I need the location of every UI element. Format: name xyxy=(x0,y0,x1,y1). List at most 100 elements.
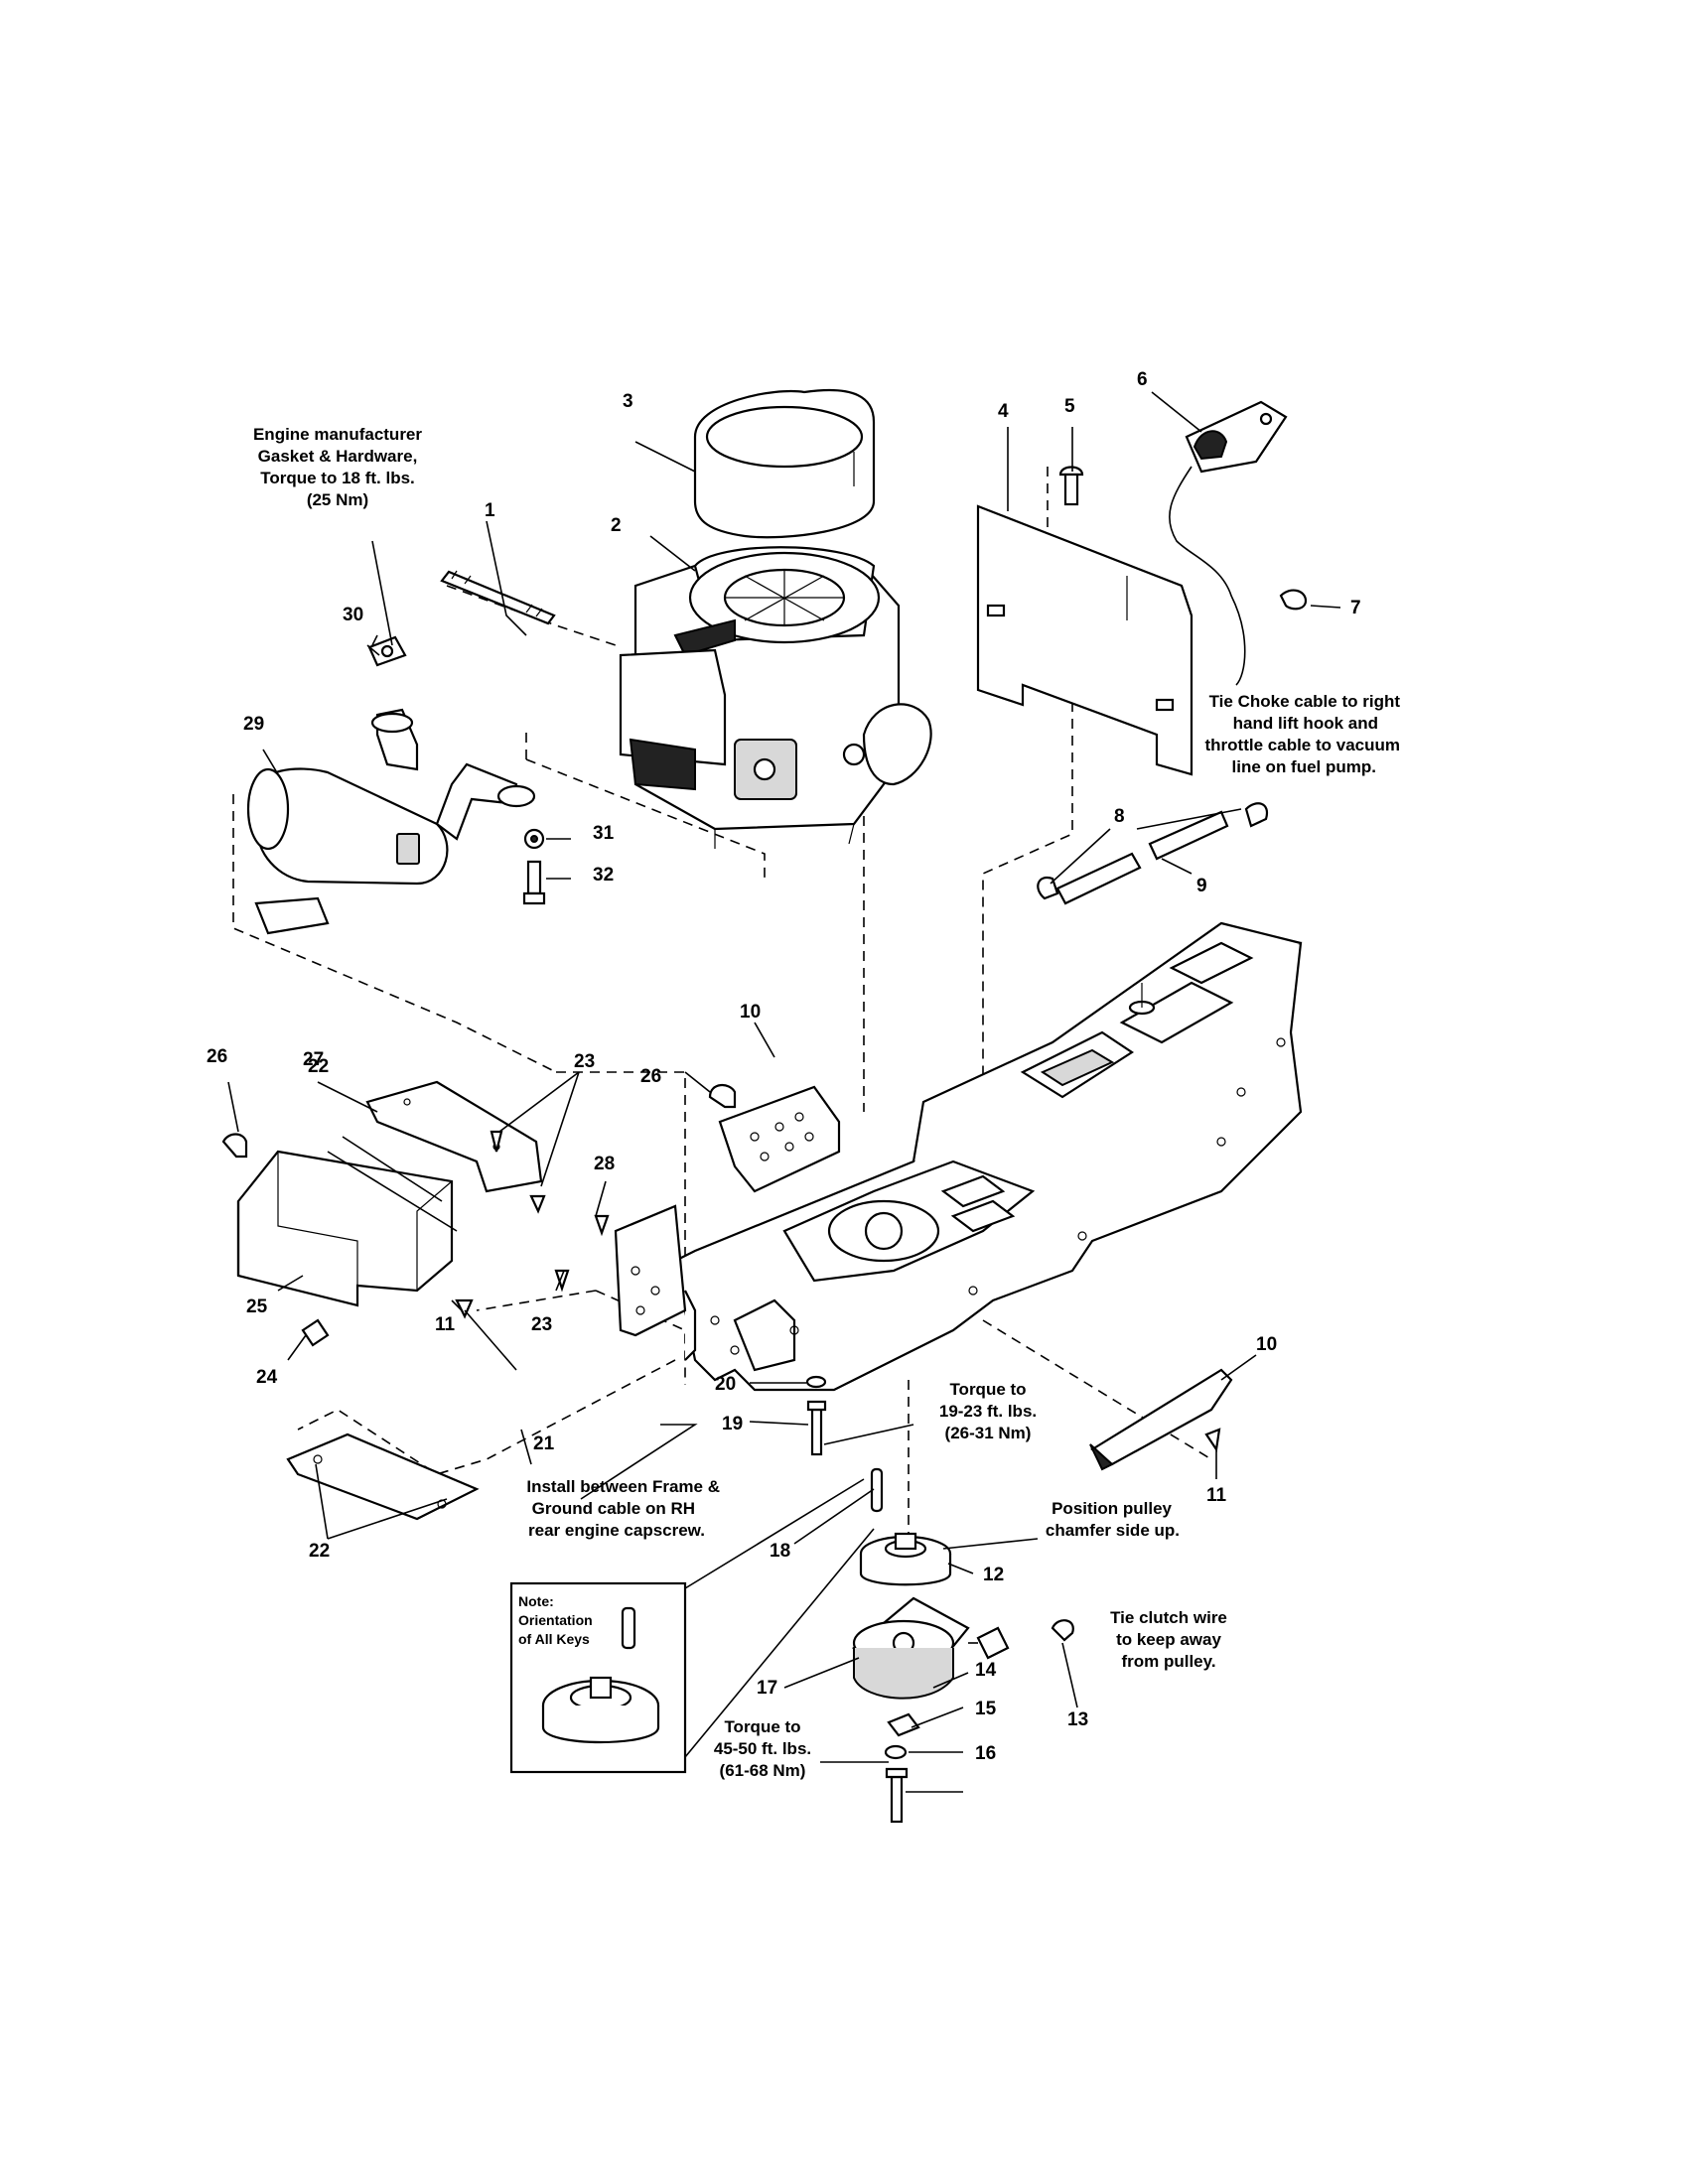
air-filter-ring xyxy=(693,388,876,539)
rear-shield xyxy=(236,1150,454,1307)
note-choke-cable-line4: line on fuel pump. xyxy=(1232,757,1376,776)
note-engine-gasket-line1: Engine manufacturer xyxy=(253,425,422,444)
note-tie-clutch-line1: Tie clutch wire xyxy=(1110,1608,1227,1627)
callout-20: 20 xyxy=(715,1374,736,1395)
callout-13: 13 xyxy=(1067,1709,1088,1730)
note-engine-gasket-line3: Torque to 18 ft. lbs. xyxy=(260,469,415,487)
note-install-between-line3: rear engine capscrew. xyxy=(528,1521,705,1540)
note-choke-cable-line2: hand lift hook and xyxy=(1233,714,1378,733)
muffler xyxy=(246,708,536,935)
note-tie-clutch-line3: from pulley. xyxy=(1121,1652,1215,1671)
callout-31: 31 xyxy=(593,823,615,844)
callout-12: 12 xyxy=(983,1565,1004,1585)
callout-11-left: 11 xyxy=(435,1314,456,1335)
note-tie-clutch: Tie clutch wire to keep away from pulley… xyxy=(1110,1608,1227,1671)
callout-7: 7 xyxy=(1350,598,1361,618)
note-torque-45-50: Torque to 45-50 ft. lbs. (61-68 Nm) xyxy=(714,1717,811,1780)
pto-pulley xyxy=(859,1532,952,1586)
note-torque-45-50-line2: 45-50 ft. lbs. xyxy=(714,1739,811,1758)
carriage-bolt xyxy=(1058,466,1084,506)
engine xyxy=(619,546,932,849)
note-install-between: Install between Frame & Ground cable on … xyxy=(526,1477,720,1540)
note-box-line1: Note: xyxy=(518,1593,554,1609)
note-box-line3: of All Keys xyxy=(518,1631,590,1647)
screws-small xyxy=(455,1130,1221,1452)
fuel-hoses xyxy=(1055,810,1229,905)
lower-shield-strip xyxy=(1089,1368,1233,1471)
mounting-bracket xyxy=(614,1204,687,1337)
tractor-frame xyxy=(673,921,1303,1392)
capscrew-and-washer xyxy=(805,1375,827,1456)
callout-10-upper: 10 xyxy=(740,1002,761,1023)
note-torque-45-50-line3: (61-68 Nm) xyxy=(720,1761,806,1780)
callout-10-lower: 10 xyxy=(1256,1334,1277,1355)
note-torque-19-23-line2: 19-23 ft. lbs. xyxy=(939,1402,1037,1421)
cable-tie xyxy=(1279,589,1308,611)
callout-9: 9 xyxy=(1196,876,1207,896)
leader-lines xyxy=(227,391,1341,1793)
callout-8: 8 xyxy=(1114,806,1125,827)
note-engine-gasket-line2: Gasket & Hardware, xyxy=(258,447,418,466)
callout-16: 16 xyxy=(975,1743,996,1764)
callout-3: 3 xyxy=(623,391,633,412)
callout-numbers: 1 2 3 4 5 6 7 8 9 10 10 11 11 12 13 14 1… xyxy=(207,369,1361,1764)
callout-15: 15 xyxy=(975,1699,997,1719)
callout-29: 29 xyxy=(243,714,264,735)
callout-23-lower: 23 xyxy=(531,1314,552,1335)
note-box-text: Note: Orientation of All Keys xyxy=(518,1593,593,1647)
callout-17: 17 xyxy=(757,1678,777,1699)
note-choke-cable-line3: throttle cable to vacuum xyxy=(1205,736,1400,754)
callout-19: 19 xyxy=(722,1414,743,1434)
callout-25: 25 xyxy=(246,1297,268,1317)
callout-21: 21 xyxy=(533,1433,555,1454)
callout-18: 18 xyxy=(770,1541,790,1562)
note-choke-cable-line1: Tie Choke cable to right xyxy=(1209,692,1401,711)
callout-24: 24 xyxy=(256,1367,278,1388)
choke-cable-handle xyxy=(1169,400,1288,686)
callout-27: 27 xyxy=(303,1049,324,1070)
nut xyxy=(301,1318,330,1347)
note-torque-19-23-line1: Torque to xyxy=(949,1380,1026,1399)
callout-30: 30 xyxy=(343,605,363,625)
note-engine-gasket: Engine manufacturer Gasket & Hardware, T… xyxy=(253,425,422,509)
callout-22-lower: 22 xyxy=(309,1541,330,1562)
washer-and-capscrew xyxy=(522,828,546,905)
note-box-line2: Orientation xyxy=(518,1612,593,1628)
callout-23-upper: 23 xyxy=(574,1051,595,1072)
callout-28: 28 xyxy=(594,1154,615,1174)
note-install-between-line1: Install between Frame & xyxy=(526,1477,720,1496)
callout-11-right: 11 xyxy=(1206,1485,1227,1506)
side-shield-bracket xyxy=(365,1080,543,1193)
note-position-pulley: Position pulley chamfer side up. xyxy=(1046,1499,1180,1540)
engine-stud xyxy=(440,570,556,625)
note-engine-gasket-line4: (25 Nm) xyxy=(307,490,368,509)
callout-1: 1 xyxy=(485,500,495,521)
note-torque-19-23: Torque to 19-23 ft. lbs. (26-31 Nm) xyxy=(939,1380,1037,1442)
callout-26-left: 26 xyxy=(207,1046,227,1067)
callout-14: 14 xyxy=(975,1660,997,1681)
callout-4: 4 xyxy=(998,401,1009,422)
upper-shield-plate xyxy=(718,1085,841,1193)
heat-shield-panel xyxy=(976,504,1193,776)
hose-clamps xyxy=(1037,802,1269,900)
clip-upper xyxy=(708,1084,737,1109)
callout-22-upper: 22 xyxy=(308,1056,329,1077)
note-torque-45-50-line1: Torque to xyxy=(724,1717,800,1736)
clip-left xyxy=(221,1133,248,1159)
callout-6: 6 xyxy=(1137,369,1148,390)
lower-plate xyxy=(286,1433,480,1521)
note-install-between-line2: Ground cable on RH xyxy=(532,1499,695,1518)
exhaust-gasket xyxy=(367,635,407,667)
note-torque-19-23-line3: (26-31 Nm) xyxy=(945,1424,1032,1442)
note-choke-cable: Tie Choke cable to right hand lift hook … xyxy=(1205,692,1401,776)
callout-2: 2 xyxy=(611,515,622,536)
clutch-washers-bolt xyxy=(884,1712,920,1824)
key-orientation-note-box xyxy=(509,1478,875,1774)
callout-5: 5 xyxy=(1064,396,1075,417)
electric-clutch xyxy=(852,1596,1010,1700)
note-position-pulley-line1: Position pulley xyxy=(1052,1499,1172,1518)
clutch-wire-tie xyxy=(1051,1619,1074,1642)
callout-32: 32 xyxy=(593,865,614,886)
callout-26-upper: 26 xyxy=(640,1066,661,1087)
